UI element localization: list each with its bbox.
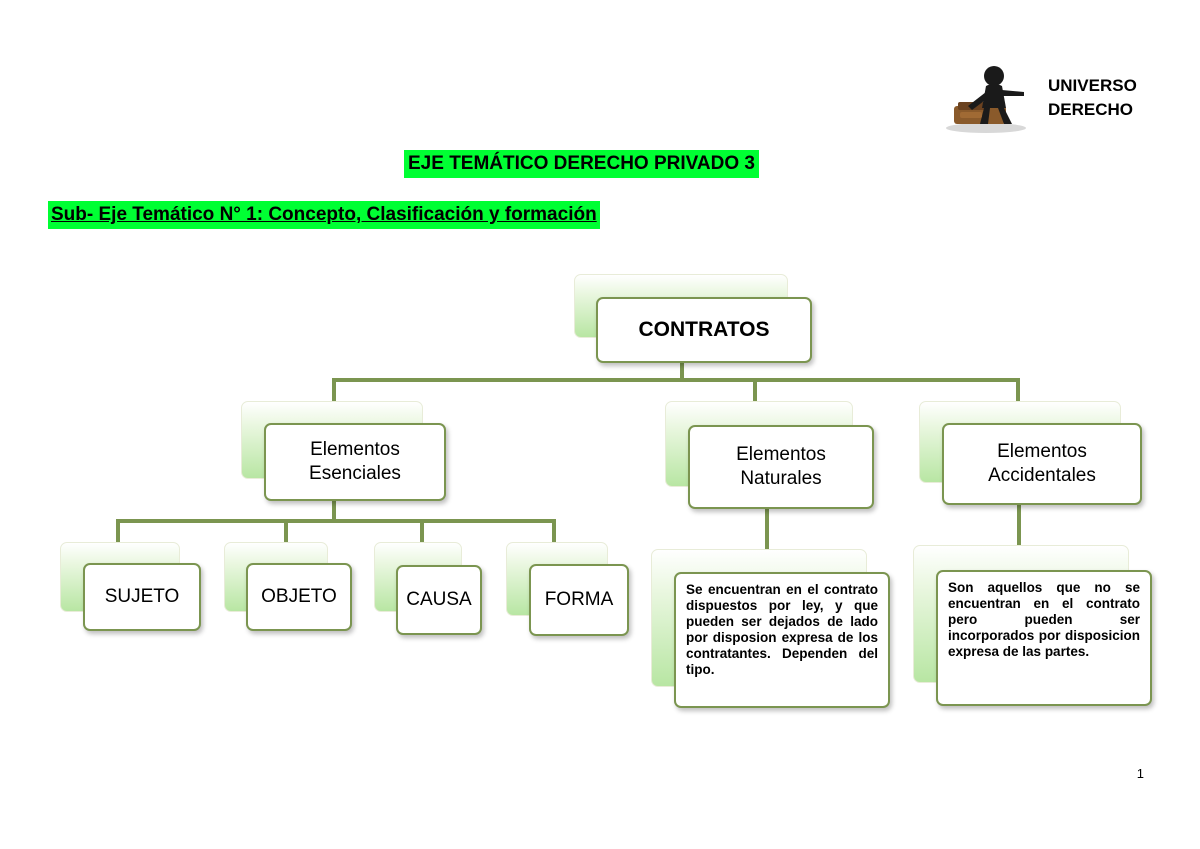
- naturales-description: Se encuentran en el contrato dispuestos …: [674, 572, 890, 708]
- causa-node: CAUSA: [396, 565, 482, 635]
- forma-node: FORMA: [529, 564, 629, 636]
- causa-connector: [420, 519, 424, 564]
- accidentales-node: Elementos Accidentales: [942, 423, 1142, 505]
- esenciales-node: Elementos Esenciales: [264, 423, 446, 501]
- objeto-label: OBJETO: [261, 586, 337, 607]
- accidentales-down-connector: [1017, 505, 1021, 573]
- root-connector: [680, 361, 684, 381]
- naturales-line2: Naturales: [740, 468, 822, 489]
- sujeto-node: SUJETO: [83, 563, 201, 631]
- root-node: CONTRATOS: [596, 297, 812, 363]
- accidentales-description: Son aquellos que no se encuentran en el …: [936, 570, 1152, 706]
- esenciales-down-connector: [332, 500, 336, 522]
- naturales-node: Elementos Naturales: [688, 425, 874, 509]
- level1-bar: [332, 378, 1020, 382]
- root-label: CONTRATOS: [638, 318, 770, 341]
- esenciales-line2: Esenciales: [309, 463, 401, 484]
- naturales-line1: Elementos: [736, 444, 826, 465]
- logo-text: UNIVERSO DERECHO: [1048, 74, 1137, 122]
- objeto-connector: [284, 519, 288, 564]
- naturales-down-connector: [765, 506, 769, 574]
- page-subtitle: Sub- Eje Temático N° 1: Concepto, Clasif…: [48, 201, 600, 229]
- sujeto-label: SUJETO: [104, 586, 180, 607]
- accidentales-line2: Accidentales: [988, 465, 1096, 486]
- level2-bar: [116, 519, 556, 523]
- logo-image: [942, 62, 1038, 134]
- logo-line1: UNIVERSO: [1048, 76, 1137, 95]
- page-number: 1: [1136, 766, 1144, 781]
- page-title: EJE TEMÁTICO DERECHO PRIVADO 3: [404, 150, 759, 178]
- sujeto-connector: [116, 519, 120, 564]
- accidentales-line1: Elementos: [997, 441, 1087, 462]
- forma-label: FORMA: [544, 589, 614, 610]
- esenciales-line1: Elementos: [310, 439, 400, 460]
- causa-label: CAUSA: [406, 589, 472, 610]
- objeto-node: OBJETO: [246, 563, 352, 631]
- logo-line2: DERECHO: [1048, 100, 1134, 119]
- forma-connector: [552, 519, 556, 564]
